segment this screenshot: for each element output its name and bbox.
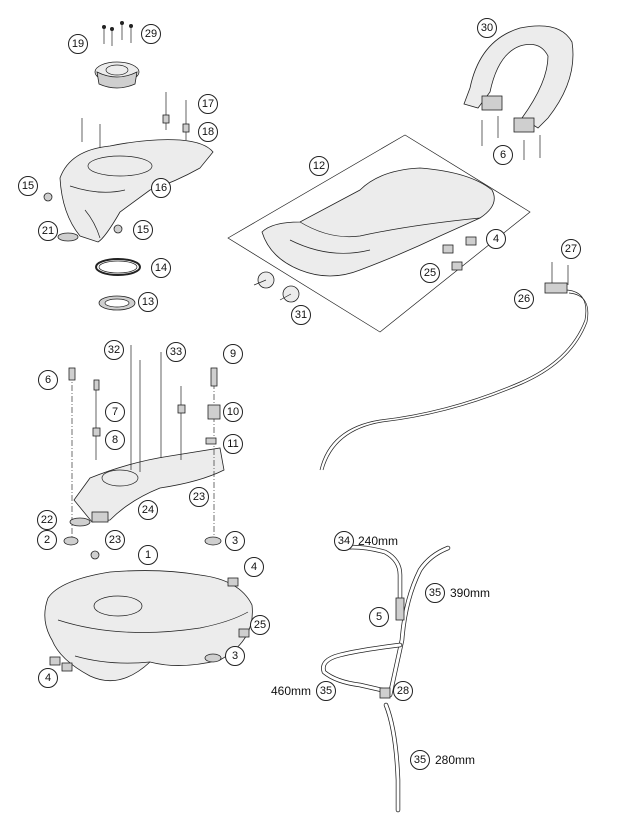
fuel-tank <box>44 570 253 682</box>
callout-18: 18 <box>198 122 218 142</box>
callout-35b: 35 <box>316 681 336 701</box>
callout-7: 7 <box>105 402 125 422</box>
callout-25a: 25 <box>420 263 440 283</box>
callout-35a: 35 <box>425 583 445 603</box>
callout-14: 14 <box>151 258 171 278</box>
callout-2: 2 <box>37 530 57 550</box>
callout-23a: 23 <box>189 487 209 507</box>
tank-bracket <box>73 447 225 523</box>
callout-34: 34 <box>334 531 354 551</box>
fuel-cap <box>94 61 140 89</box>
hose-length-35-bottom: 280mm <box>435 753 476 767</box>
seat-parts <box>253 236 477 303</box>
callout-25b: 25 <box>250 615 270 635</box>
tank-cover <box>59 139 214 243</box>
fuel-hoses <box>321 544 451 813</box>
callout-27: 27 <box>561 239 581 259</box>
callout-4a: 4 <box>486 229 506 249</box>
grab-handle <box>463 25 574 160</box>
hose-length-35-top: 390mm <box>450 586 491 600</box>
callout-17: 17 <box>198 94 218 114</box>
callout-3a: 3 <box>225 531 245 551</box>
callout-33: 33 <box>166 342 186 362</box>
callout-6a: 6 <box>38 370 58 390</box>
callout-21: 21 <box>38 221 58 241</box>
hose-length-34: 240mm <box>358 534 399 548</box>
callout-5: 5 <box>369 607 389 627</box>
callout-4c: 4 <box>38 668 58 688</box>
callout-35c: 35 <box>410 750 430 770</box>
callout-19: 19 <box>68 34 88 54</box>
callout-15a: 15 <box>18 176 38 196</box>
callout-30: 30 <box>477 18 497 38</box>
callout-24: 24 <box>138 500 158 520</box>
small-parts-left <box>43 192 141 311</box>
callout-28: 28 <box>393 681 413 701</box>
callout-26: 26 <box>514 289 534 309</box>
seat <box>261 167 495 277</box>
callout-11: 11 <box>223 434 243 454</box>
seat-release-cable <box>319 262 589 471</box>
callout-32: 32 <box>104 340 124 360</box>
callout-1: 1 <box>138 545 158 565</box>
callout-12: 12 <box>309 156 329 176</box>
callout-6b: 6 <box>493 145 513 165</box>
callout-22: 22 <box>37 510 57 530</box>
callout-3b: 3 <box>225 646 245 666</box>
cover-bolts <box>81 92 190 148</box>
seat-panel <box>227 134 531 333</box>
callout-10: 10 <box>223 402 243 422</box>
callout-15b: 15 <box>133 220 153 240</box>
callout-29: 29 <box>141 24 161 44</box>
callout-23b: 23 <box>105 530 125 550</box>
callout-8: 8 <box>105 430 125 450</box>
callout-13: 13 <box>138 292 158 312</box>
bracket-bolts <box>68 345 221 540</box>
hose-length-35-left: 460mm <box>271 684 312 698</box>
callout-9: 9 <box>223 344 243 364</box>
callout-16: 16 <box>151 178 171 198</box>
fuel-cap-screws <box>102 21 133 46</box>
tank-mounts <box>49 517 250 672</box>
callout-4b: 4 <box>244 557 264 577</box>
callout-31: 31 <box>291 305 311 325</box>
